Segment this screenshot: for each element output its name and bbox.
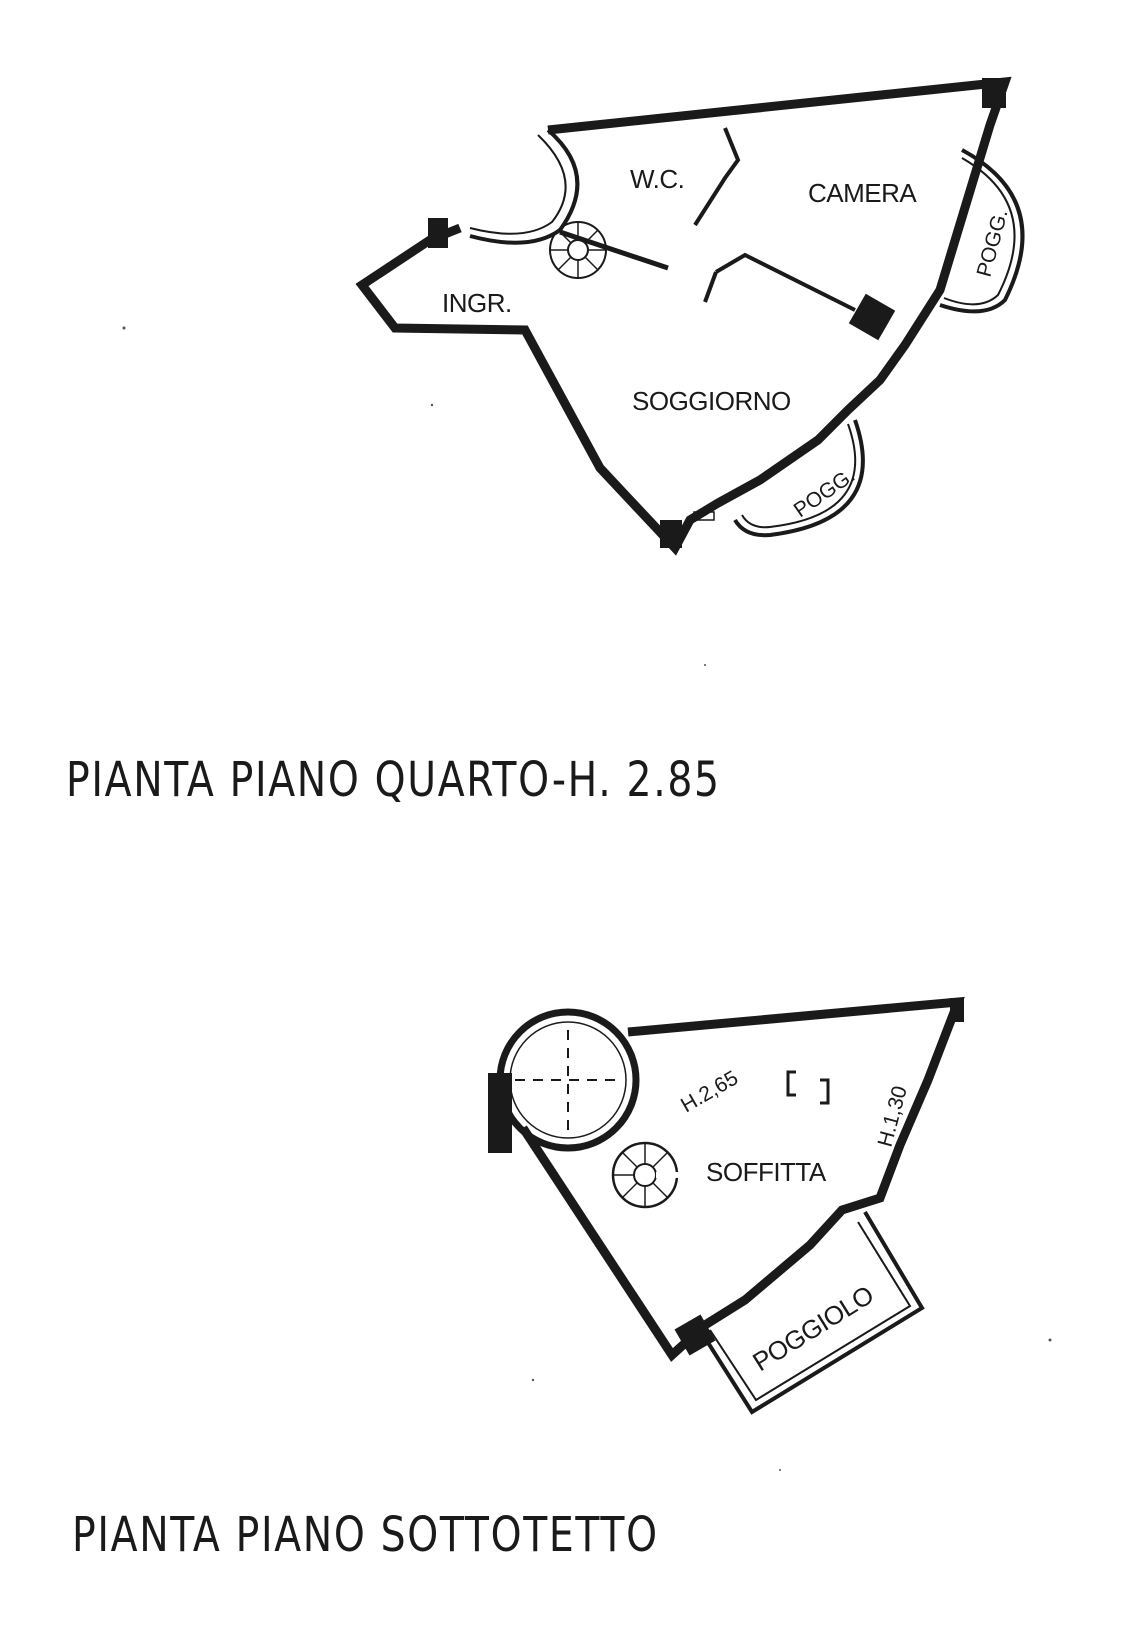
attic-spiral-stair-icon	[611, 1141, 680, 1209]
chimney-icon	[820, 1078, 830, 1105]
attic-floor-title: PIANTA PIANO SOTTOTETTO	[72, 1507, 659, 1563]
wall-pillar	[950, 998, 964, 1022]
attic-floor-plan: H.2,65 H.1,30 SOFFITTA POGGIOLO	[488, 996, 965, 1415]
room-label-poggiolo-right: POGG.	[973, 207, 1013, 279]
balcony-right-inner	[943, 157, 1016, 306]
balcony-right-wall	[939, 148, 1025, 314]
room-label-soggiorno: SOGGIORNO	[632, 386, 791, 416]
fourth-floor-plan: W.C. CAMERA INGR. SOGGIORNO POGG. POGG.	[355, 76, 1025, 556]
balcony-bottom-inner	[741, 423, 857, 529]
room-label-wc: W.C.	[630, 164, 684, 194]
room-label-poggiolo-bottom: POGG.	[790, 464, 860, 522]
chimney-icon	[786, 1070, 796, 1097]
spiral-stair-icon	[549, 221, 669, 279]
attic-balcony-outer	[698, 1210, 925, 1415]
wall-pillar	[428, 218, 448, 248]
soggiorno-partition-wall	[703, 271, 718, 303]
fourth-floor-outer-wall	[355, 76, 1012, 556]
room-label-camera: CAMERA	[808, 178, 917, 208]
window-mark	[693, 511, 715, 521]
wall-pillar	[674, 1314, 716, 1356]
round-tower-wall	[496, 1008, 640, 1152]
balcony-bottom-wall	[733, 419, 865, 538]
room-label-ingresso: INGR.	[442, 288, 512, 318]
height-label-high: H.2,65	[677, 1066, 742, 1117]
entrance-curved-wall	[469, 128, 580, 245]
scan-specks	[122, 326, 1052, 1471]
wall-pillar	[660, 520, 682, 548]
camera-partition-wall	[714, 252, 856, 312]
entrance-curved-wall-inner	[469, 134, 567, 235]
wc-partition-wall	[693, 127, 741, 227]
room-label-poggiolo: POGGIOLO	[747, 1279, 878, 1377]
wall-pillar	[848, 293, 896, 341]
round-tower-inner	[509, 1021, 627, 1139]
fourth-floor-title: PIANTA PIANO QUARTO-H. 2.85	[66, 752, 721, 808]
attic-balcony-inner	[709, 1221, 912, 1402]
wall-pillar	[982, 78, 1006, 108]
room-label-soffitta: SOFFITTA	[706, 1157, 827, 1187]
